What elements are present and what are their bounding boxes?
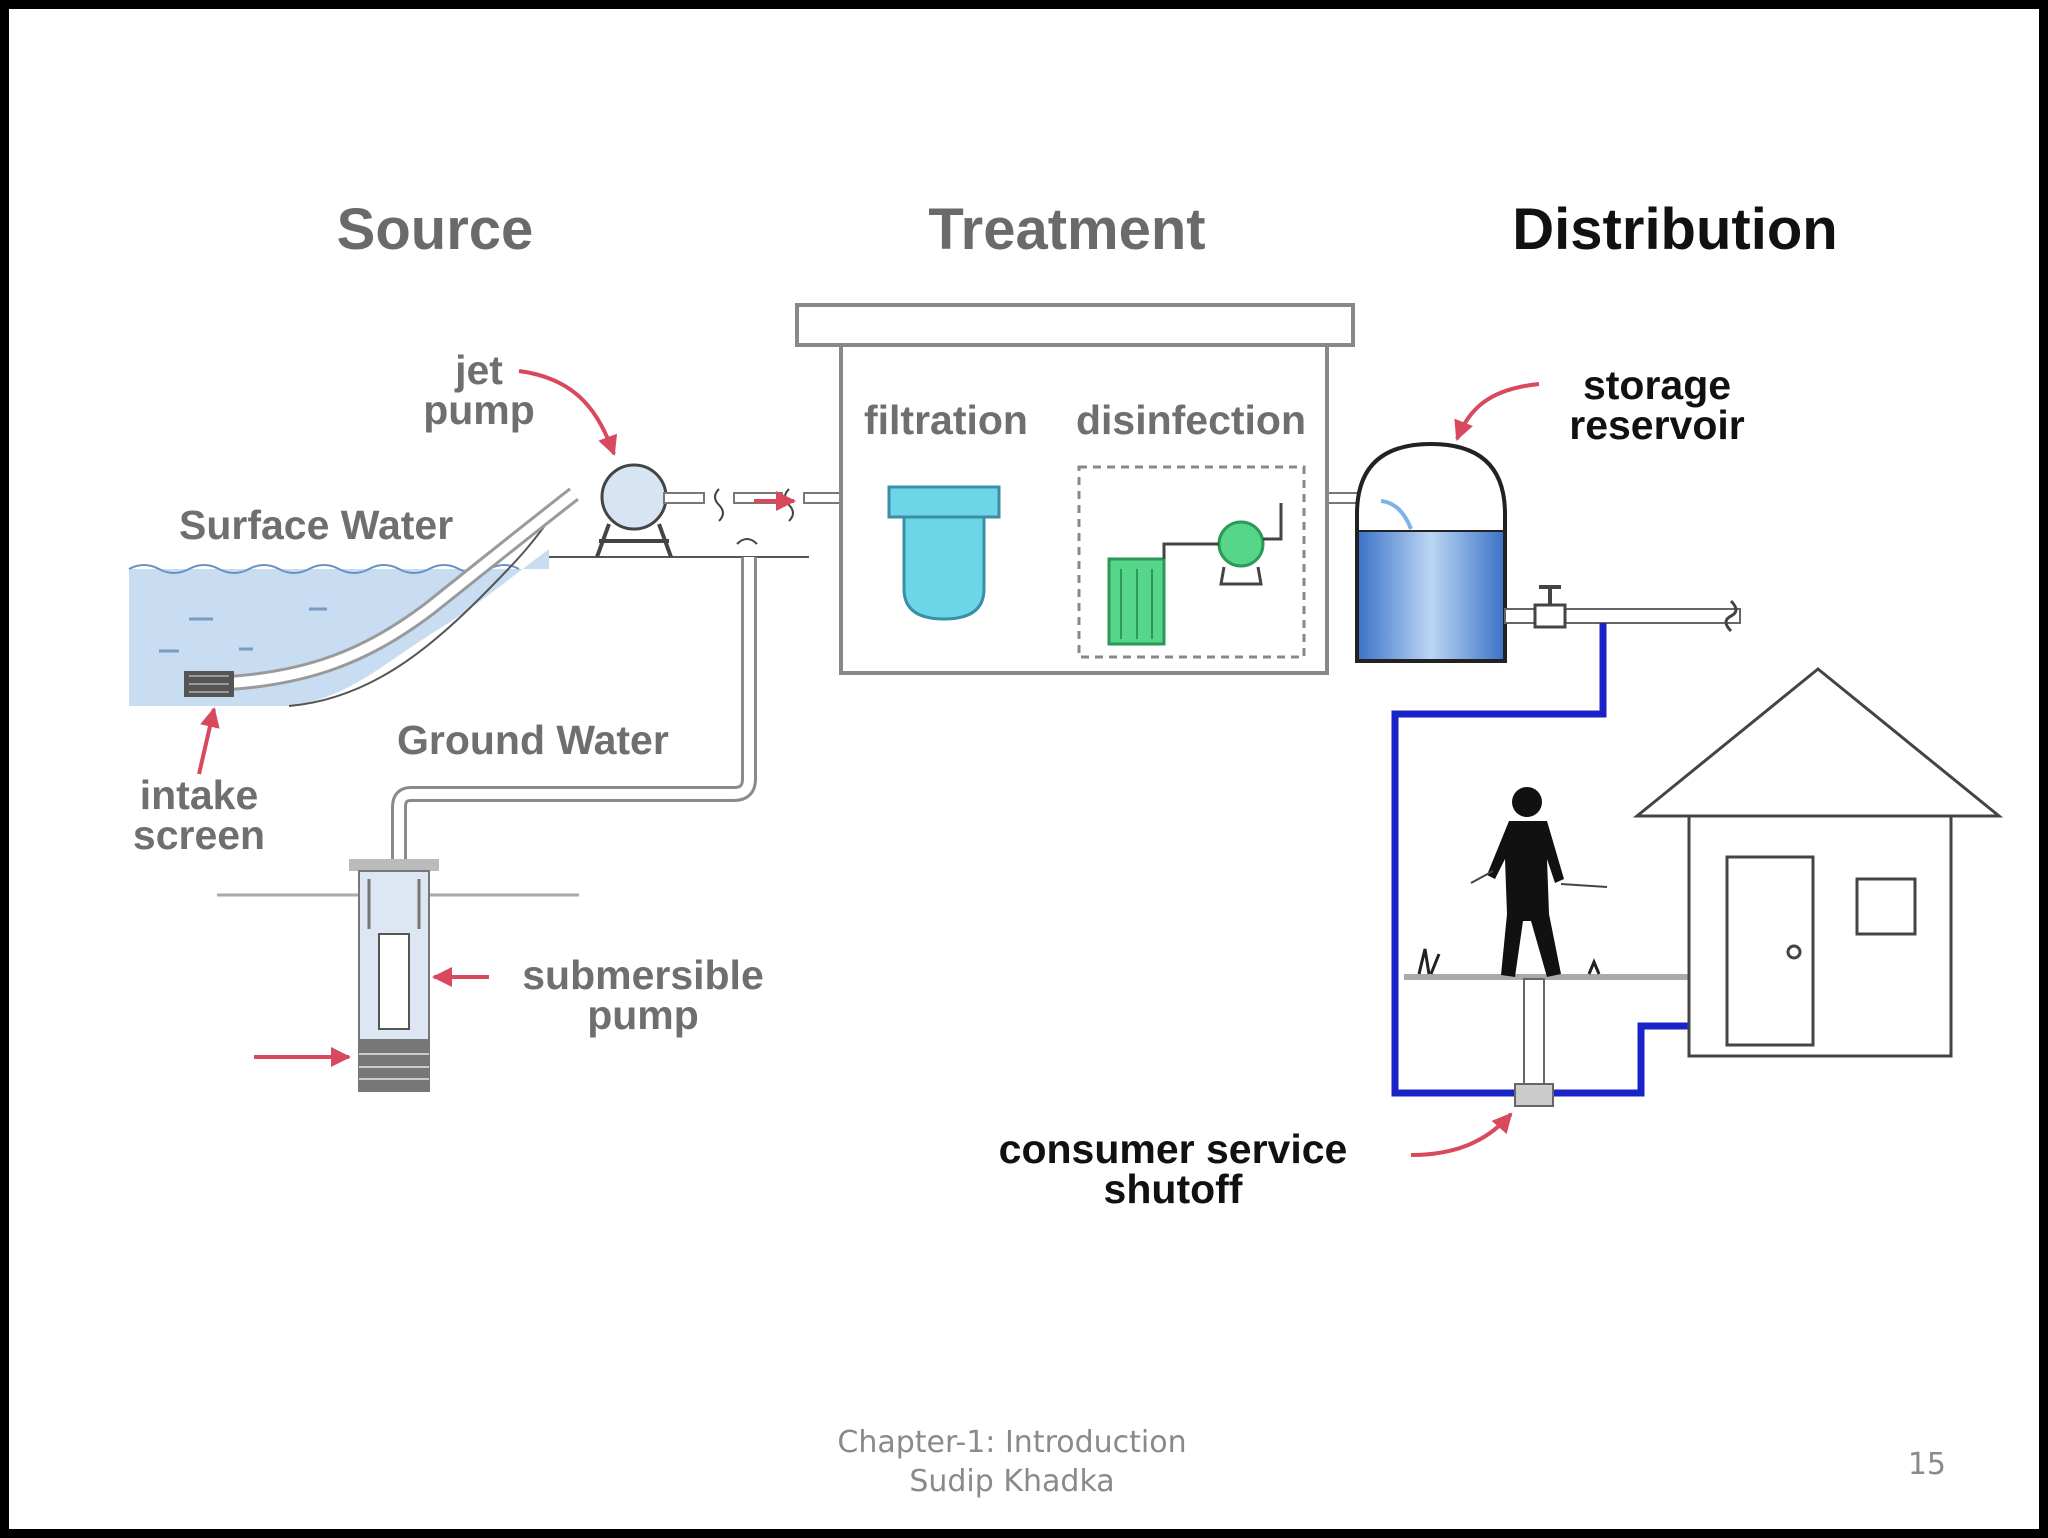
intake-screen-label-line1: intake (140, 772, 259, 818)
treatment-plant (795, 303, 1355, 675)
consumer-shutoff-label-line2: shutoff (1104, 1166, 1243, 1212)
service-pipe (1391, 623, 1689, 1097)
filter-icon (887, 485, 1001, 621)
slide: Source Treatment Distribution (9, 9, 2039, 1529)
source-heading: Source (337, 197, 534, 262)
jet-pump-icon (595, 463, 673, 558)
filtration-label: filtration (864, 397, 1028, 443)
water-supply-diagram: Source Treatment Distribution (128, 197, 2004, 1212)
footer-chapter: Chapter-1: Introduction (837, 1425, 1187, 1460)
person-icon (1417, 787, 1608, 977)
consumer-shutoff-label-line1: consumer service (999, 1126, 1348, 1172)
footer-author: Sudip Khadka (909, 1464, 1115, 1499)
disinfection-box (1077, 465, 1306, 659)
storage-reservoir-icon (1355, 441, 1507, 663)
slide-footer: Chapter-1: Introduction Sudip Khadka (9, 1423, 2039, 1501)
storage-reservoir-label-line1: storage (1583, 362, 1731, 408)
jet-pump-label-line2: pump (423, 387, 535, 433)
ground-water-label: Ground Water (397, 717, 669, 763)
disinfection-icon (1107, 503, 1283, 646)
disinfection-label: disinfection (1076, 397, 1306, 443)
submersible-pump-label-line1: submersible (522, 952, 764, 998)
submersible-pump-icon (217, 859, 579, 1092)
service-standpipe (1514, 978, 1554, 1107)
surface-water-label: Surface Water (179, 502, 453, 548)
house-icon (1632, 667, 2004, 1058)
submersible-pump-label-line2: pump (587, 992, 699, 1038)
page-number: 15 (1907, 1447, 1946, 1482)
jet-pump-label-line1: jet (454, 347, 503, 393)
treatment-heading: Treatment (928, 197, 1205, 262)
storage-reservoir-label-line2: reservoir (1569, 402, 1745, 448)
valve-icon (1533, 585, 1567, 629)
distribution-heading: Distribution (1512, 197, 1837, 262)
intake-screen-label-line2: screen (133, 812, 265, 858)
